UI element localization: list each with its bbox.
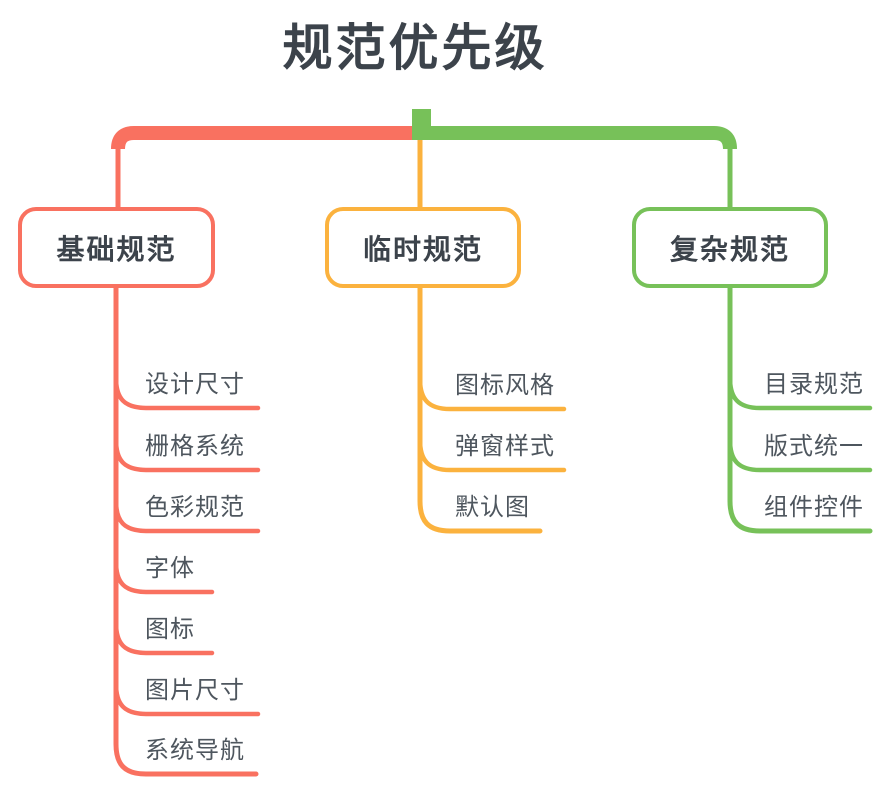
branch-basic-item-curve-4: [113, 620, 215, 656]
node-complex-spec[interactable]: 复杂规范: [632, 207, 828, 288]
leaf-design-size[interactable]: 设计尺寸: [145, 371, 245, 398]
branch-complex-trunk: [727, 285, 873, 534]
branch-interim-trunk: [417, 285, 543, 534]
branch-basic-item-curve-5: [113, 681, 261, 717]
leaf-directory-spec[interactable]: 目录规范: [764, 371, 864, 398]
leaf-layout-unify[interactable]: 版式统一: [764, 433, 864, 460]
leaf-icon-style[interactable]: 图标风格: [455, 372, 555, 399]
node-interim-spec[interactable]: 临时规范: [325, 207, 521, 288]
leaf-font[interactable]: 字体: [145, 555, 195, 582]
leaf-color-spec[interactable]: 色彩规范: [145, 494, 245, 521]
branch-interim-item-curve-1: [417, 437, 567, 473]
leaf-component-control[interactable]: 组件控件: [764, 494, 864, 521]
branch-basic-item-curve-1: [113, 437, 261, 473]
leaf-popup-style[interactable]: 弹窗样式: [455, 433, 555, 460]
node-basic-spec[interactable]: 基础规范: [18, 207, 215, 288]
branch-basic-item-curve-2: [113, 498, 261, 534]
leaf-icon[interactable]: 图标: [145, 616, 195, 643]
leaf-default-image[interactable]: 默认图: [455, 494, 530, 521]
branch-basic-top-bar: [111, 126, 413, 150]
root-node-block[interactable]: [412, 109, 431, 140]
branch-complex-top-bar: [431, 126, 737, 150]
branch-basic-item-curve-3: [113, 559, 215, 595]
branch-basic-trunk: [113, 285, 259, 777]
page-title: 规范优先级: [282, 20, 548, 76]
branch-complex-item-curve-1: [727, 437, 873, 473]
branch-complex-item-curve-0: [727, 375, 873, 411]
leaf-grid-system[interactable]: 栅格系统: [145, 433, 245, 460]
branch-interim-item-curve-0: [417, 376, 567, 412]
branch-basic-item-curve-0: [113, 375, 261, 411]
leaf-system-nav[interactable]: 系统导航: [145, 737, 245, 764]
leaf-image-size[interactable]: 图片尺寸: [145, 677, 245, 704]
